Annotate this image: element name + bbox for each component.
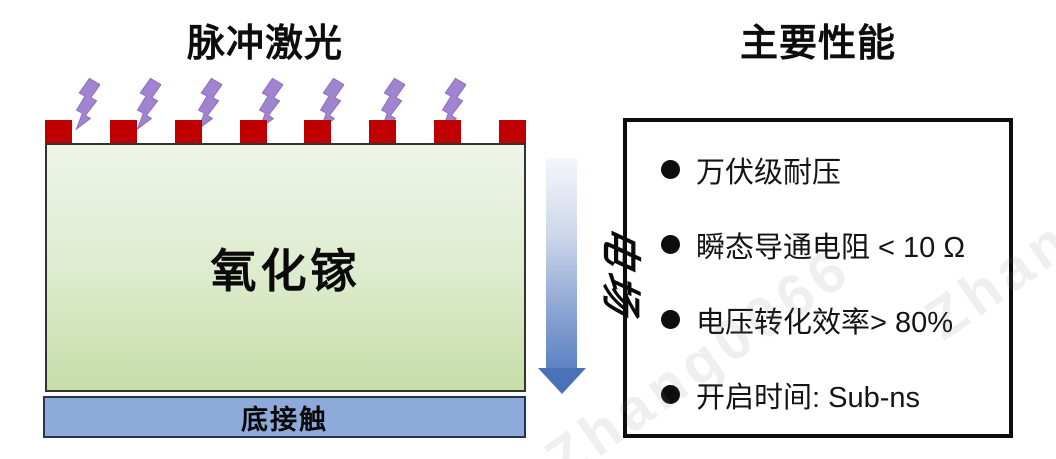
electric-field-arrow-shaft xyxy=(546,158,577,370)
gallium-oxide-label: 氧化镓 xyxy=(210,244,361,297)
bottom-contact-layer: 底接触 xyxy=(43,396,526,438)
electric-field-arrowhead-icon xyxy=(538,368,586,394)
top-contact-block xyxy=(434,120,462,143)
top-contact-block xyxy=(174,120,202,143)
list-item: 电压转化效率> 80% xyxy=(661,299,1003,341)
bullet-dot-icon xyxy=(661,235,680,254)
list-item: 开启时间: Sub-ns xyxy=(661,374,1003,416)
bullet-dot-icon xyxy=(661,160,680,179)
lightning-bolt-icon xyxy=(130,73,162,135)
bullet-dot-icon xyxy=(661,385,680,404)
performance-item-text: 瞬态导通电阻 < 10 Ω xyxy=(696,231,966,264)
performance-list: 万伏级耐压 瞬态导通电阻 < 10 Ω 电压转化效率> 80% 开启时间: Su… xyxy=(627,122,1009,442)
gallium-oxide-layer: 氧化镓 xyxy=(45,143,526,392)
top-contact-row xyxy=(45,120,526,143)
list-item: 瞬态导通电阻 < 10 Ω xyxy=(661,224,1003,266)
top-contact-block xyxy=(239,120,267,143)
lightning-bolt-icon xyxy=(191,73,223,135)
bullet-dot-icon xyxy=(661,310,680,329)
lightning-bolt-icon xyxy=(69,73,101,135)
top-contact-block xyxy=(109,120,137,143)
list-item: 万伏级耐压 xyxy=(661,149,1003,191)
performance-item-text: 开启时间: Sub-ns xyxy=(696,381,920,414)
top-contact-block xyxy=(45,120,72,143)
top-contact-block xyxy=(304,120,332,143)
performance-item-text: 电压转化效率> 80% xyxy=(696,306,954,339)
bottom-contact-label: 底接触 xyxy=(241,404,328,435)
top-contact-block xyxy=(498,120,526,143)
key-performance-title: 主要性能 xyxy=(739,23,896,65)
top-contact-block xyxy=(369,120,397,143)
pulsed-laser-title: 脉冲激光 xyxy=(186,23,343,65)
performance-item-text: 万伏级耐压 xyxy=(696,156,842,189)
performance-box: 万伏级耐压 瞬态导通电阻 < 10 Ω 电压转化效率> 80% 开启时间: Su… xyxy=(623,118,1013,438)
